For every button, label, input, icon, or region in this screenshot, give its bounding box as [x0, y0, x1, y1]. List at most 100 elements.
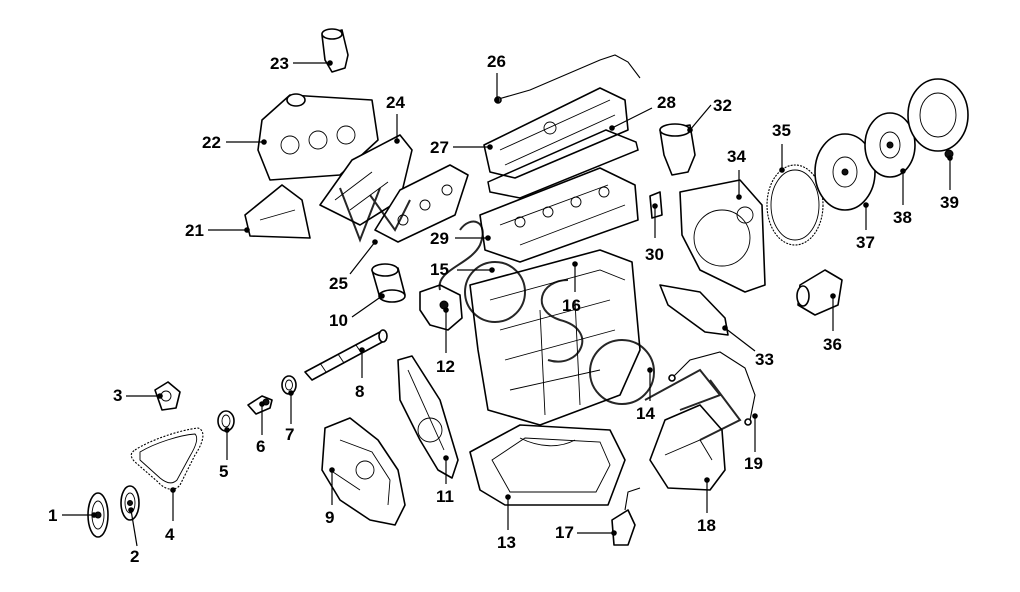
part-21-heat-shield — [244, 184, 311, 239]
part-23-egr-valve — [321, 28, 349, 73]
part-28-valve-cover-gasket — [487, 129, 639, 199]
callout-19: 19 — [744, 413, 763, 473]
part-7-seal — [281, 375, 297, 395]
part-35-ring-gear — [766, 164, 824, 246]
leader-dot-4 — [170, 487, 176, 493]
callout-13: 13 — [497, 494, 516, 552]
callout-27: 27 — [430, 138, 493, 157]
part-27-valve-cover — [483, 87, 629, 179]
leader-dot-34 — [736, 194, 742, 200]
part-39-pressure-plate — [907, 78, 969, 159]
leader-dot-29 — [485, 235, 491, 241]
leader-line-28 — [611, 107, 653, 129]
part-3-tensioner — [154, 381, 181, 411]
leader-dot-16 — [572, 261, 578, 267]
leader-line-10 — [351, 295, 383, 318]
callout-33: 33 — [722, 325, 774, 369]
callout-label-35: 35 — [772, 121, 791, 140]
watermark-overlay — [339, 187, 742, 441]
leader-dot-22 — [261, 139, 267, 145]
leader-dot-33 — [722, 325, 728, 331]
part-34-adapter-plate — [679, 179, 766, 293]
callout-3: 3 — [113, 386, 163, 405]
callout-label-14: 14 — [636, 404, 655, 423]
part-22-exhaust-manifold — [257, 93, 379, 181]
leader-dot-32 — [687, 127, 693, 133]
callout-32: 32 — [687, 96, 732, 133]
callout-16: 16 — [562, 261, 581, 315]
callout-label-27: 27 — [430, 138, 449, 157]
callout-9: 9 — [325, 467, 335, 527]
callout-37: 37 — [856, 202, 875, 252]
leader-dot-17 — [611, 530, 617, 536]
part-24-intake-manifold — [319, 134, 413, 226]
callout-label-5: 5 — [219, 462, 228, 481]
part-13-oil-pan — [469, 424, 626, 506]
part-19-oil-pipe — [668, 351, 756, 426]
leader-dot-24 — [394, 138, 400, 144]
callout-22: 22 — [202, 133, 267, 152]
part-4-timing-belt — [130, 427, 204, 490]
callout-1: 1 — [48, 506, 97, 525]
callout-label-10: 10 — [329, 311, 348, 330]
callout-38: 38 — [893, 168, 912, 227]
leader-dot-39 — [947, 155, 953, 161]
callout-17: 17 — [555, 523, 617, 542]
leader-dot-23 — [327, 60, 333, 66]
callout-label-7: 7 — [285, 425, 294, 444]
part-11-front-cover — [397, 355, 459, 479]
callout-35: 35 — [772, 121, 791, 173]
callout-label-30: 30 — [645, 245, 664, 264]
callout-label-25: 25 — [329, 274, 348, 293]
leader-dot-26 — [494, 97, 500, 103]
part-5-idler — [217, 410, 235, 432]
callout-7: 7 — [285, 390, 294, 444]
callout-label-26: 26 — [487, 52, 506, 71]
part-12-pump — [419, 284, 463, 331]
leader-dot-8 — [359, 347, 365, 353]
part-2-pulley — [120, 485, 140, 521]
part-37-flywheel — [814, 133, 876, 211]
callout-25: 25 — [329, 239, 378, 293]
leader-dot-15 — [489, 267, 495, 273]
callout-label-21: 21 — [185, 221, 204, 240]
callout-29: 29 — [430, 229, 491, 248]
callout-label-2: 2 — [130, 547, 139, 566]
engine-block — [469, 249, 641, 426]
part-10-oil-filter — [371, 263, 406, 303]
callout-label-15: 15 — [430, 260, 449, 279]
callout-label-33: 33 — [755, 350, 774, 369]
callout-label-38: 38 — [893, 208, 912, 227]
callout-8: 8 — [355, 347, 365, 401]
leader-dot-5 — [224, 427, 230, 433]
leader-dot-37 — [863, 202, 869, 208]
part-38-clutch-disc — [864, 112, 916, 178]
leader-line-33 — [724, 327, 756, 352]
callout-23: 23 — [270, 54, 333, 73]
leader-dot-28 — [609, 125, 615, 131]
leader-dot-30 — [652, 203, 658, 209]
part-17-oil-level-sensor — [611, 487, 641, 546]
callout-label-36: 36 — [823, 335, 842, 354]
part-1-crank-pulley — [87, 492, 109, 538]
leader-dot-18 — [704, 477, 710, 483]
callout-11: 11 — [436, 455, 454, 506]
callout-label-8: 8 — [355, 382, 364, 401]
leader-line-25 — [349, 241, 376, 275]
callout-15: 15 — [430, 260, 495, 279]
callout-label-34: 34 — [727, 147, 746, 166]
part-26-rail — [494, 54, 641, 104]
callout-label-16: 16 — [562, 296, 581, 315]
callout-label-19: 19 — [744, 454, 763, 473]
part-18-housing — [649, 404, 726, 491]
callout-34: 34 — [727, 147, 746, 200]
callout-label-18: 18 — [697, 516, 716, 535]
callout-label-28: 28 — [657, 93, 676, 112]
leader-dot-21 — [244, 227, 250, 233]
leader-dot-1 — [91, 512, 97, 518]
part-32-fuel-pump — [659, 123, 696, 176]
leader-dot-7 — [288, 390, 294, 396]
callout-6: 6 — [256, 401, 265, 456]
